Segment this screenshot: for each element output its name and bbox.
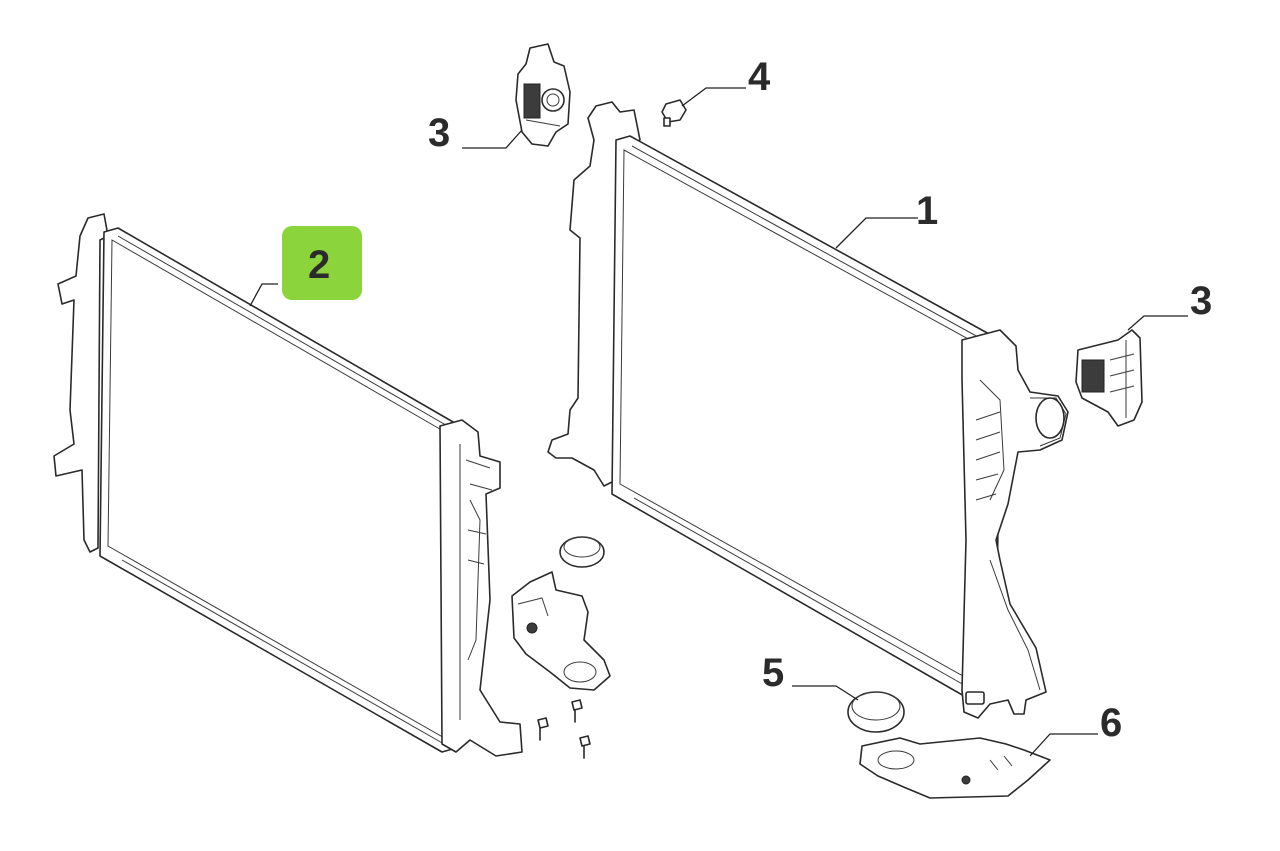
callout-3-top[interactable]: 3	[428, 111, 450, 155]
leader-lines	[249, 87, 1188, 757]
callout-2-highlight	[282, 226, 362, 300]
lower-plate-part[interactable]	[859, 737, 1051, 799]
callout-6[interactable]: 6	[1100, 701, 1122, 745]
callout-3-right[interactable]: 3	[1190, 279, 1212, 323]
spare-bracket-set	[511, 536, 611, 759]
bolt-part[interactable]	[661, 99, 687, 127]
callout-2[interactable]: 2	[308, 243, 330, 287]
radiator-part[interactable]	[547, 101, 1069, 719]
callout-1[interactable]: 1	[916, 189, 938, 233]
bracket-right-part[interactable]	[1075, 329, 1143, 427]
condenser-part[interactable]	[53, 213, 523, 757]
callout-5[interactable]: 5	[762, 651, 784, 695]
callout-4[interactable]: 4	[748, 55, 771, 99]
bracket-top-part[interactable]	[515, 43, 571, 147]
plug-part[interactable]	[847, 691, 905, 733]
